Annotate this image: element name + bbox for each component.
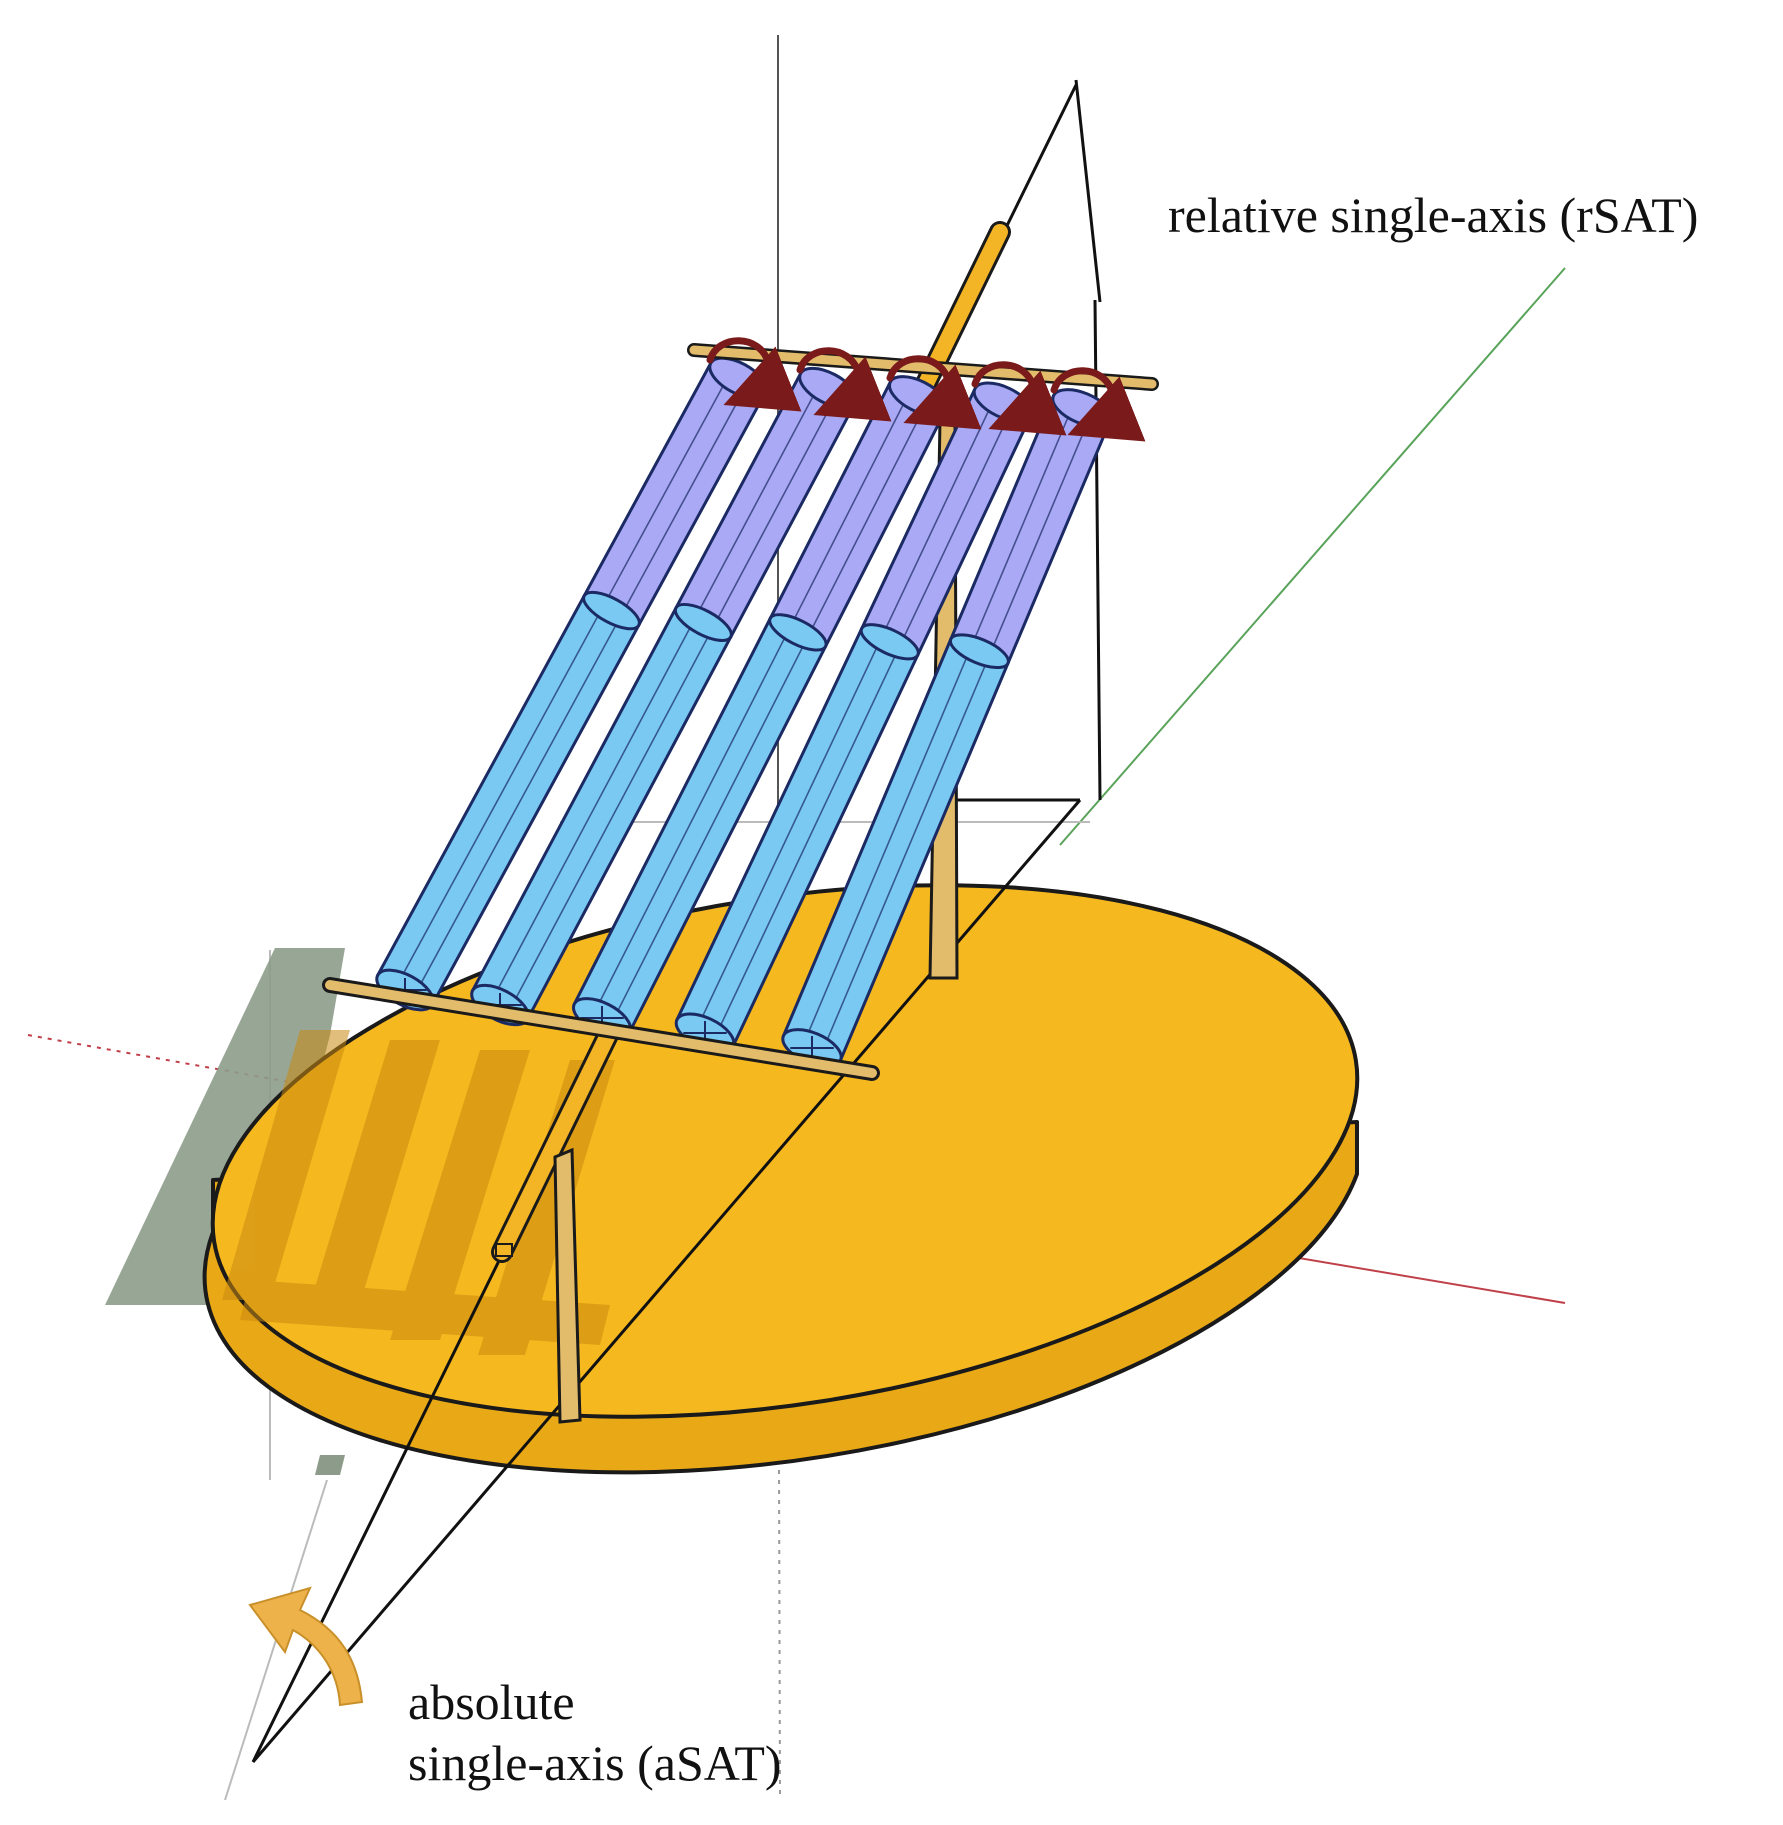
solar-tube-line [714,406,1014,1038]
ground-shadow [105,948,345,1475]
rotation-arrow-icon [706,337,802,412]
frame-top-edge [1074,79,1102,303]
axis-rod-end [495,1243,513,1257]
solar-tube-divider [948,633,1010,670]
solar-tube-line [508,392,839,1011]
solar-tube [470,366,858,1027]
solar-tube-divider [859,623,920,661]
rsat-label: relative single-axis (rSAT) [1168,187,1699,243]
front-support-post [553,1147,582,1424]
curved-arrow-icon [248,1586,364,1707]
solar-tube-line [592,391,911,1015]
solar-tubes [375,356,1113,1068]
bottom-crossbar [322,977,880,1081]
asat-label: absolute single-axis (aSAT) [408,1672,782,1794]
solar-tube-line [491,383,821,1002]
green-axis-line [1059,267,1566,846]
rotation-arrow-icon [886,355,982,430]
tube-shadows [222,1030,615,1355]
rotation-arrow-icon [1050,367,1146,442]
solar-tube-divider [673,602,733,642]
solar-tube-divider [582,590,641,631]
solar-tube-line [802,404,1075,1045]
asat-label-line1: absolute [408,1674,575,1730]
asat-label-line2: single-axis (aSAT) [408,1735,782,1791]
solar-tube-line [396,373,731,986]
tube-rotation-arrows [706,337,1146,442]
solar-tube-line [413,382,749,996]
solar-tube-divider [768,613,828,652]
rotation-arrow-icon [971,361,1067,436]
solar-tube-line [695,397,996,1030]
solar-tube-line [821,411,1093,1053]
solar-tube-line [610,400,929,1024]
rotation-arrow-icon [796,347,892,422]
